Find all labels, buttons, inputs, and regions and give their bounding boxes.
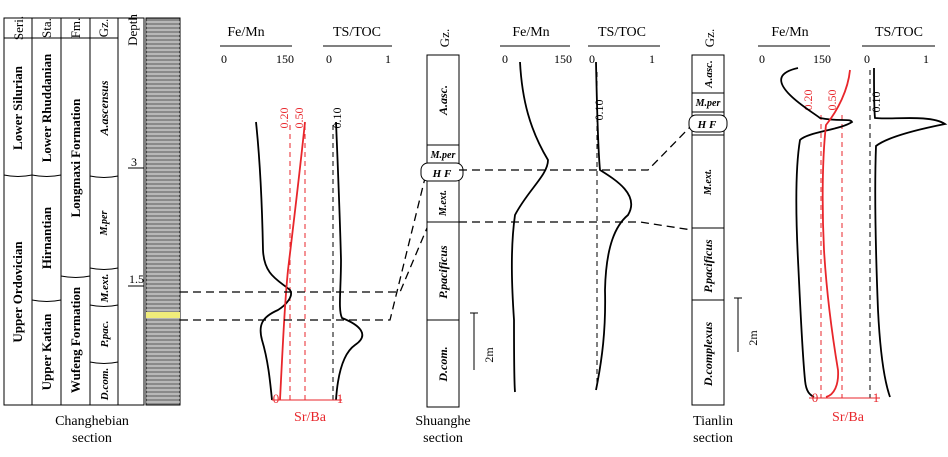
tianlin-label-line2: section xyxy=(693,431,733,446)
tianlin-scale-label: 2m xyxy=(746,330,760,346)
shuanghe-ts-toc-ref-label: 0.10 xyxy=(592,100,606,121)
stage-hirnantian: Hirnantian xyxy=(39,206,54,269)
header-seri: Seri. xyxy=(11,16,26,40)
shuanghe-zone-hf: H F xyxy=(432,168,452,180)
header-sta: Sta. xyxy=(39,18,54,38)
header-gz: Gz. xyxy=(96,19,111,37)
zone-m-per: M.per xyxy=(99,211,110,237)
changhebian-label-line1: Changhebian xyxy=(55,414,129,429)
tianlin-ts-toc-ref-label: 0.10 xyxy=(869,92,883,113)
stage-lower-rhuddanian: Lower Rhuddanian xyxy=(39,53,54,162)
hirnantian-bed-highlight xyxy=(146,312,180,318)
changhebian-sr-ba-ref-020-label: 0.20 xyxy=(277,108,291,129)
depth-tick-1-5: 1.5 xyxy=(129,272,144,286)
changhebian-sr-ba-title: Sr/Ba xyxy=(294,410,327,425)
shuanghe-ts-toc-title: TS/TOC xyxy=(598,25,646,40)
tianlin-sr-ba-ref-050-label: 0.50 xyxy=(825,90,839,111)
core-hatching xyxy=(146,21,180,403)
zone-p-pac: P.pac. xyxy=(99,321,111,348)
correlation-lines-right xyxy=(459,124,693,231)
shuanghe-scale-label: 2m xyxy=(482,347,496,363)
changhebian-label-line2: section xyxy=(72,431,112,446)
header-fm: Fm. xyxy=(68,18,83,39)
tianlin-zone-d-com: D.complexus xyxy=(701,322,715,388)
shuanghe-label-line2: section xyxy=(423,431,463,446)
correlation-lines-left xyxy=(180,177,428,321)
changhebian-fe-mn-curve xyxy=(255,121,292,401)
tianlin-fe-mn-title: Fe/Mn xyxy=(771,25,808,40)
tianlin-zone-m-per: M.per xyxy=(695,98,721,109)
tianlin-zone-hf: H F xyxy=(697,119,717,131)
shuanghe-zone-m-ext: M.ext. xyxy=(438,190,449,217)
tianlin-hf-box xyxy=(688,114,728,133)
changhebian-strat-column xyxy=(3,17,145,406)
tianlin-sr-ba-tick-1: 1 xyxy=(873,390,880,405)
tianlin-zone-a-asc: A.asc. xyxy=(703,60,715,89)
shuanghe-zone-a-asc: A.asc. xyxy=(436,85,450,116)
tianlin-sr-ba-title: Sr/Ba xyxy=(832,410,865,425)
tianlin-ts-toc-tick-0: 0 xyxy=(864,52,870,66)
tianlin-zone-p-pac: P.pacificus xyxy=(701,239,715,293)
shuanghe-ts-toc-curve xyxy=(595,61,633,391)
tianlin-ts-toc-curve xyxy=(873,67,948,398)
tianlin-fe-mn-curve xyxy=(780,67,854,398)
stage-upper-katian: Upper Katian xyxy=(39,313,54,390)
shuanghe-fe-mn-curve xyxy=(510,61,549,393)
changhebian-ts-toc-tick-1: 1 xyxy=(385,52,391,66)
shuanghe-fe-mn-title: Fe/Mn xyxy=(512,25,549,40)
tianlin-strat-column xyxy=(691,54,725,406)
core-lithology-column xyxy=(145,17,181,406)
tianlin-scale-bar xyxy=(734,297,742,352)
shuanghe-scale-bar xyxy=(470,312,478,370)
shuanghe-fe-mn-tick-150: 150 xyxy=(554,52,572,66)
shuanghe-gz: Gz. xyxy=(437,29,452,47)
depth-tick-3: 3 xyxy=(131,155,137,169)
shuanghe-ts-toc-tick-0: 0 xyxy=(589,52,595,66)
shuanghe-zone-m-per: M.per xyxy=(430,150,456,161)
tianlin-sr-ba-tick-0: 0 xyxy=(812,390,819,405)
tianlin-gz: Gz. xyxy=(702,29,717,47)
series-upper-ordovician: Upper Ordovician xyxy=(10,241,25,343)
tianlin-fe-mn-tick-150: 150 xyxy=(813,52,831,66)
changhebian-fe-mn-tick-0: 0 xyxy=(221,52,227,66)
changhebian-sr-ba-tick-0: 0 xyxy=(273,391,280,406)
changhebian-ts-toc-curve xyxy=(335,121,364,401)
changhebian-ts-toc-tick-0: 0 xyxy=(326,52,332,66)
changhebian-fe-mn-title: Fe/Mn xyxy=(227,25,264,40)
shuanghe-zone-p-pac: P.pacificus xyxy=(436,245,450,299)
shuanghe-label-line1: Shuanghe xyxy=(415,414,470,429)
tianlin-ts-toc-tick-1: 1 xyxy=(923,52,929,66)
header-depth: Depth xyxy=(125,14,140,46)
shuanghe-zone-d-com: D.com. xyxy=(436,346,450,382)
changhebian-sr-ba-curve xyxy=(279,121,306,401)
formation-wufeng: Wufeng Formation xyxy=(68,286,83,393)
shuanghe-strat-column xyxy=(426,54,460,408)
formation-longmaxi: Longmaxi Formation xyxy=(68,98,83,218)
changhebian-sr-ba-tick-1: 1 xyxy=(337,391,344,406)
changhebian-fe-mn-tick-150: 150 xyxy=(276,52,294,66)
zone-a-ascensus: A.ascensus xyxy=(97,80,111,136)
tianlin-label-line1: Tianlin xyxy=(693,414,733,429)
tianlin-sr-ba-curve xyxy=(821,69,851,398)
zone-d-com: D.com. xyxy=(99,368,111,401)
tianlin-fe-mn-tick-0: 0 xyxy=(759,52,765,66)
zone-m-ext: M.ext. xyxy=(99,274,111,304)
changhebian-ts-toc-title: TS/TOC xyxy=(333,25,381,40)
tianlin-sr-ba-ref-020-label: 0.20 xyxy=(801,90,815,111)
shuanghe-ts-toc-tick-1: 1 xyxy=(649,52,655,66)
changhebian-sr-ba-ref-050-label: 0.50 xyxy=(292,108,306,129)
series-lower-silurian: Lower Silurian xyxy=(10,65,25,150)
tianlin-zone-m-ext: M.ext. xyxy=(703,169,714,196)
depth-ticks xyxy=(128,167,144,287)
changhebian-ts-toc-ref-label: 0.10 xyxy=(330,108,344,129)
shuanghe-fe-mn-tick-0: 0 xyxy=(502,52,508,66)
tianlin-ts-toc-title: TS/TOC xyxy=(875,25,923,40)
shuanghe-hf-box xyxy=(420,162,464,182)
